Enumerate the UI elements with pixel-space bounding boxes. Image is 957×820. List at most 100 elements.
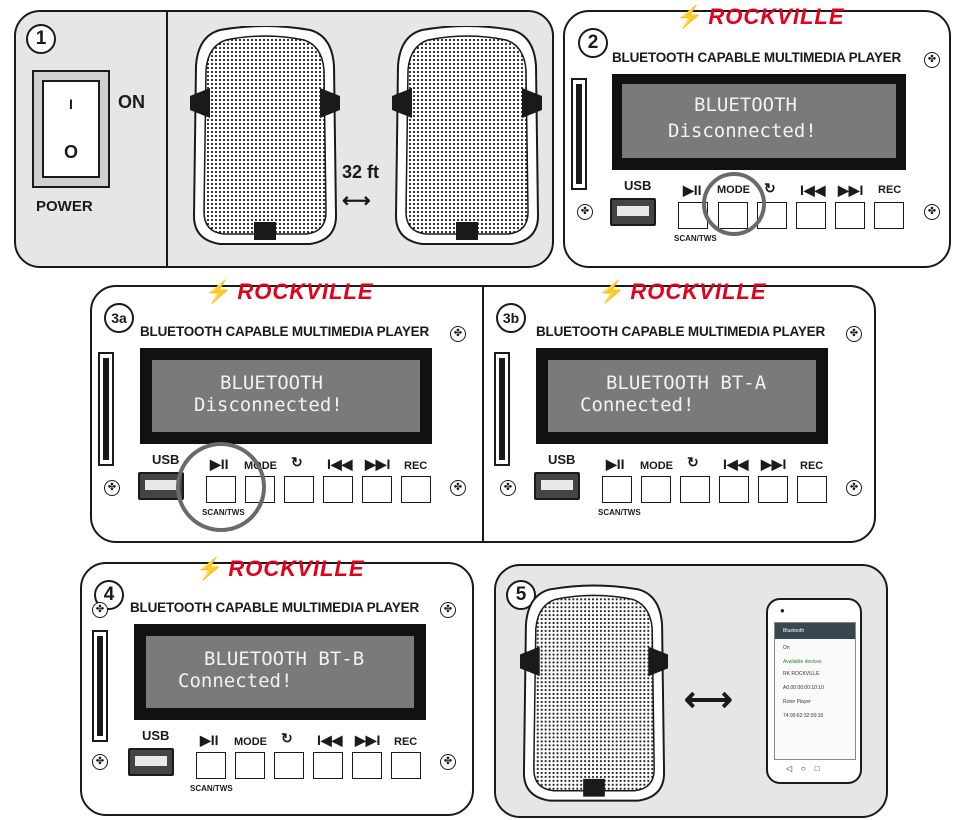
step4-lcd-line1: BLUETOOTH BT-B — [204, 648, 365, 670]
screw-icon: ✤ — [104, 480, 120, 496]
rec-button[interactable] — [874, 202, 904, 229]
repeat-button[interactable] — [284, 476, 314, 503]
card-slot — [571, 78, 587, 190]
repeat-button[interactable] — [680, 476, 710, 503]
switch-on-mark: I — [69, 96, 73, 112]
step2-number: 2 — [578, 28, 608, 58]
play-pause-icon: ▶II — [606, 456, 625, 472]
speaker-left-image — [190, 26, 340, 245]
play-pause-icon: ▶II — [683, 182, 702, 198]
screw-icon: ✤ — [450, 480, 466, 496]
next-button[interactable] — [352, 752, 382, 779]
step3a-lcd-line1: BLUETOOTH — [220, 372, 323, 394]
screw-icon: ✤ — [846, 480, 862, 496]
mode-button[interactable] — [641, 476, 671, 503]
step3a-panel-title: BLUETOOTH CAPABLE MULTIMEDIA PLAYER — [140, 324, 430, 339]
step4-brand-logo: ⚡ROCKVILLE — [196, 556, 365, 581]
next-button[interactable] — [835, 202, 865, 229]
next-icon: ▶▶I — [365, 456, 391, 472]
repeat-icon: ↻ — [281, 730, 293, 746]
next-button[interactable] — [758, 476, 788, 503]
mode-button[interactable] — [235, 752, 265, 779]
phone-device[interactable]: 74:99:62:32:00:10 — [783, 713, 824, 719]
scan-tws-label: SCAN/TWS — [674, 234, 717, 243]
rockville-logo-icon: ⚡ — [676, 4, 705, 29]
usb-label: USB — [548, 452, 576, 467]
step1-divider — [166, 12, 168, 266]
switch-off-mark: O — [63, 142, 78, 162]
prev-button[interactable] — [313, 752, 343, 779]
next-icon: ▶▶I — [761, 456, 787, 472]
play-pause-highlight-circle — [176, 442, 266, 532]
power-label: POWER — [36, 198, 93, 215]
screw-icon: ✤ — [440, 602, 456, 618]
card-slot — [98, 352, 114, 466]
phone-camera-icon: ● — [780, 606, 785, 615]
usb-label: USB — [142, 728, 170, 743]
next-button[interactable] — [362, 476, 392, 503]
step2-brand-logo: ⚡ROCKVILLE — [676, 4, 845, 29]
screw-icon: ✤ — [924, 204, 940, 220]
distance-arrow-icon: ⟷ — [342, 190, 371, 212]
prev-button[interactable] — [796, 202, 826, 229]
card-slot — [92, 630, 108, 742]
rec-button[interactable] — [401, 476, 431, 503]
screw-icon: ✤ — [92, 754, 108, 770]
usb-port[interactable] — [128, 748, 174, 776]
screw-icon: ✤ — [440, 754, 456, 770]
step2-lcd: BLUETOOTH Disconnected! — [612, 74, 906, 170]
prev-button[interactable] — [719, 476, 749, 503]
step3b-lcd: BLUETOOTH BT-A Connected! — [536, 348, 828, 444]
prev-icon: I◀◀ — [723, 456, 749, 472]
phone-device[interactable]: Rotor Player — [783, 699, 811, 705]
play-pause-button[interactable] — [602, 476, 632, 503]
step3b-lcd-line1: BLUETOOTH BT-A — [606, 372, 767, 394]
next-icon: ▶▶I — [355, 732, 381, 748]
step3b-brand-logo: ⚡ROCKVILLE — [598, 279, 767, 304]
play-pause-button[interactable] — [196, 752, 226, 779]
prev-button[interactable] — [323, 476, 353, 503]
step2-lcd-line1: BLUETOOTH — [694, 94, 797, 116]
usb-label: USB — [152, 452, 180, 467]
step3a-lcd-line2: Disconnected! — [194, 394, 343, 416]
play-pause-icon: ▶II — [200, 732, 219, 748]
screw-icon: ✤ — [450, 326, 466, 342]
rec-button[interactable] — [797, 476, 827, 503]
step3a-lcd: BLUETOOTH Disconnected! — [140, 348, 432, 444]
card-slot — [494, 352, 510, 466]
smartphone: ● Bluetooth On Available devices RK ROCK… — [766, 598, 862, 784]
rec-label: REC — [394, 736, 418, 748]
prev-icon: I◀◀ — [327, 456, 353, 472]
usb-port[interactable] — [534, 472, 580, 500]
phone-device[interactable]: RK ROCKVILLE — [783, 671, 820, 677]
speaker-image — [520, 584, 668, 802]
usb-port[interactable] — [610, 198, 656, 226]
rec-button[interactable] — [391, 752, 421, 779]
prev-icon: I◀◀ — [800, 182, 826, 198]
pair-arrow-icon: ⟷ — [684, 681, 733, 719]
repeat-icon: ↻ — [291, 454, 303, 470]
phone-nav-icon: ◁ ○ □ — [786, 764, 820, 773]
rockville-logo-icon: ⚡ — [205, 279, 234, 304]
repeat-button[interactable] — [274, 752, 304, 779]
phone-on-toggle[interactable]: On — [783, 645, 790, 651]
power-switch-rocker: I O — [42, 80, 100, 178]
rockville-logo-icon: ⚡ — [196, 556, 225, 581]
step4-lcd-line2: Connected! — [178, 670, 293, 692]
mode-label: MODE — [234, 736, 267, 748]
screw-icon: ✤ — [846, 326, 862, 342]
step3b-number: 3b — [496, 303, 526, 333]
scan-tws-label: SCAN/TWS — [598, 508, 641, 517]
power-switch[interactable]: I O — [32, 70, 110, 188]
mode-highlight-circle — [702, 172, 766, 236]
step3a-brand-logo: ⚡ROCKVILLE — [205, 279, 374, 304]
phone-device[interactable]: A0:00:00:00:10:10 — [783, 685, 824, 691]
step1-number: 1 — [26, 24, 56, 54]
screw-icon: ✤ — [92, 602, 108, 618]
repeat-icon: ↻ — [764, 180, 776, 196]
phone-header: Bluetooth — [783, 628, 805, 634]
rec-label: REC — [878, 184, 902, 196]
prev-icon: I◀◀ — [317, 732, 343, 748]
phone-screen: Bluetooth On Available devices RK ROCKVI… — [774, 622, 856, 760]
screw-icon: ✤ — [577, 204, 593, 220]
